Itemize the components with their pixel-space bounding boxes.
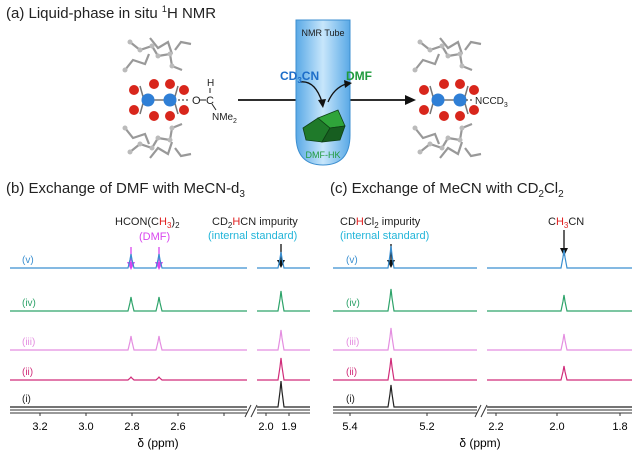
trace-iii-seg-2 xyxy=(333,327,477,351)
axis-c xyxy=(333,404,632,418)
trace-ii-seg-2 xyxy=(333,357,477,381)
trace-i-seg-2 xyxy=(333,384,477,408)
trace-iii-seg-1 xyxy=(257,329,310,351)
trace-v-seg-3 xyxy=(487,249,632,269)
ch3cn-label: CH3CN xyxy=(548,216,584,230)
spectra-area: HCON(CH3)2 (DMF) CD2HCN impurity (intern… xyxy=(10,216,632,450)
ncd3-ligand: NCCD3 xyxy=(475,96,508,109)
cd3cn-label: CD3CN xyxy=(280,69,319,85)
trace-label-i: (i) xyxy=(346,394,355,405)
cd2hcn-label: CD2HCN impurity xyxy=(212,216,298,230)
trace-label-v: (v) xyxy=(22,255,34,266)
tick-c-4: 1.8 xyxy=(612,421,627,433)
trace-v-seg-0 xyxy=(10,253,247,269)
mof-cluster-right xyxy=(412,37,482,159)
trace-labels-b: (v) (iv) (iii) (ii) (i) xyxy=(22,255,36,405)
trace-iii-seg-3 xyxy=(487,333,632,351)
ligand-nme2: NMe xyxy=(212,112,234,123)
dmf-arrows xyxy=(130,247,160,264)
internal-standard-b: (internal standard) xyxy=(208,230,297,242)
trace-iii-seg-0 xyxy=(10,335,247,351)
axis-b xyxy=(10,404,310,418)
trace-ii-seg-3 xyxy=(487,365,632,381)
ligand-nme2-sub: 2 xyxy=(233,118,237,125)
panel-a-title: (a) Liquid-phase in situ 1H NMR xyxy=(6,4,217,22)
tick-c-1: 5.2 xyxy=(419,421,434,433)
trace-label-ii: (ii) xyxy=(346,367,357,378)
dmf-label: DMF xyxy=(346,69,372,83)
internal-standard-c: (internal standard) xyxy=(340,230,429,242)
trace-ii-seg-1 xyxy=(257,357,310,381)
tick-b-1: 3.0 xyxy=(78,421,93,433)
trace-label-ii: (ii) xyxy=(22,367,33,378)
dmf-hk-crystals xyxy=(302,109,346,143)
dmf-tag: (DMF) xyxy=(139,231,170,243)
trace-v-seg-1 xyxy=(257,251,310,269)
tick-b-2: 2.8 xyxy=(124,421,139,433)
reaction-arrowhead xyxy=(405,95,416,105)
trace-iv-seg-3 xyxy=(487,294,632,312)
tick-b-0: 3.2 xyxy=(32,421,47,433)
trace-ii-seg-0 xyxy=(10,376,247,381)
panel-c-title: (c) Exchange of MeCN with CD2Cl2 xyxy=(330,180,564,200)
trace-label-iv: (iv) xyxy=(346,298,360,309)
dmf-peak-label: HCON(CH3)2 xyxy=(115,216,180,230)
crystal-label: DMF-HK xyxy=(306,150,341,160)
tick-c-2: 2.2 xyxy=(488,421,503,433)
trace-label-iv: (iv) xyxy=(22,298,36,309)
trace-iv-seg-1 xyxy=(257,290,310,312)
trace-label-i: (i) xyxy=(22,394,31,405)
trace-iv-seg-0 xyxy=(10,296,247,312)
tick-b-4: 2.0 xyxy=(258,421,273,433)
trace-label-iii: (iii) xyxy=(346,337,359,348)
trace-i-seg-1 xyxy=(257,380,310,408)
tube-label: NMR Tube xyxy=(301,28,344,38)
tick-b-3: 2.6 xyxy=(170,421,185,433)
tick-c-0: 5.4 xyxy=(342,421,357,433)
trace-label-iii: (iii) xyxy=(22,337,35,348)
dmf-ligand: O C H NMe 2 xyxy=(178,78,237,125)
panel-a-scheme: O C H NMe 2 NMR Tube DMF-HK CD3CN DMF xyxy=(122,19,508,166)
nmr-tube: NMR Tube DMF-HK xyxy=(295,19,352,166)
tick-b-5: 1.9 xyxy=(281,421,296,433)
cdhcl2-label: CDHCl2 impurity xyxy=(340,216,421,230)
ligand-o: O xyxy=(192,95,201,107)
trace-v-seg-2 xyxy=(333,245,477,269)
trace-iv-seg-2 xyxy=(333,288,477,312)
axis-label-b: δ (ppm) xyxy=(137,436,178,450)
axis-label-c: δ (ppm) xyxy=(459,436,500,450)
tick-c-3: 2.0 xyxy=(549,421,564,433)
ligand-h: H xyxy=(207,78,214,89)
trace-label-v: (v) xyxy=(346,255,358,266)
mof-cluster-left xyxy=(122,37,192,159)
spectra-traces xyxy=(10,245,632,408)
trace-labels-c: (v) (iv) (iii) (ii) (i) xyxy=(346,255,360,405)
panel-b-title: (b) Exchange of DMF with MeCN-d3 xyxy=(6,180,245,200)
ligand-c: C xyxy=(206,95,214,107)
